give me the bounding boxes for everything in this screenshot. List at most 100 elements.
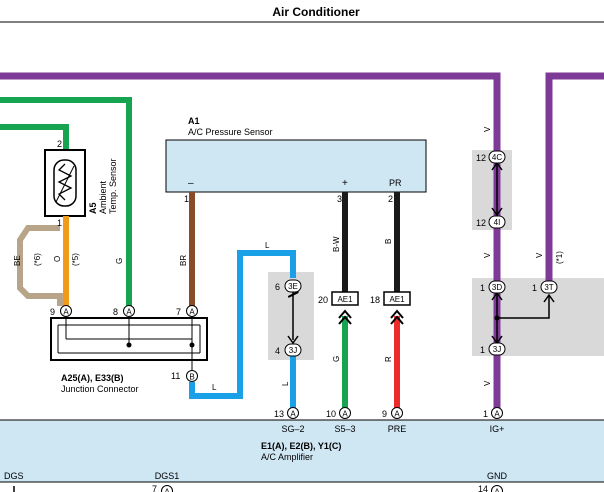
svg-text:12: 12 [476,153,486,163]
jc-pin-9: 9 [50,307,55,317]
svg-text:4: 4 [275,346,280,356]
amp-term-s53: S5–3 [334,424,355,434]
wire-green-a5 [0,97,132,306]
junction-node [494,315,500,321]
svg-text:1: 1 [480,345,485,355]
svg-text:A: A [63,308,69,317]
amp-bottom-dgs: DGS [4,471,24,481]
thermistor-zigzag [57,163,73,201]
svg-text:20: 20 [318,295,328,305]
svg-text:3E: 3E [288,282,298,291]
chevron-down-icon [491,207,503,217]
amp-pin-pre: 9 A [382,407,403,419]
ac-pressure-sensor [165,139,427,193]
svg-text:A: A [494,488,500,492]
chevron-up-icon [543,293,555,303]
wire-purple-right [545,72,604,288]
a1-term-plus: + [342,178,348,189]
svg-text:1: 1 [483,409,488,419]
jc-ref: A25(A), E33(B) [61,373,124,383]
chevron-up-icon [390,309,404,319]
amp-term-pre: PRE [388,424,407,434]
jc-conn-7: A [186,305,198,317]
amp-bottom-pin-gnd: 14 A [478,484,503,492]
svg-text:A: A [189,308,195,317]
wire-label-g-amp: G [332,356,341,362]
chevron-up-icon [338,309,352,319]
ac-amplifier-box [0,419,604,483]
jc-conn-11: B [186,370,198,382]
connector-4i: 12 4I [476,215,506,229]
svg-text:A: A [342,410,348,419]
svg-text:3J: 3J [493,345,501,354]
a5-pin-top: 2 [57,139,62,149]
wire-label-v2: V [483,252,492,258]
wire-label-l-amp: L [281,381,290,386]
wire-label-v3: V [483,380,492,386]
thermistor-arrow [55,165,75,203]
jc-name: Junction Connector [61,384,139,394]
svg-text:10: 10 [326,409,336,419]
wire-label-l-top: L [265,241,270,250]
svg-text:1: 1 [532,283,537,293]
jc-conn-9: A [60,305,72,317]
svg-text:7: 7 [152,484,157,492]
connector-3j-right: 1 3J [480,342,506,356]
connector-ae1-a: 20 AE1 [318,291,359,306]
svg-text:1: 1 [480,283,485,293]
wire-label-g-a5: G [115,258,124,264]
a5-pin-bottom: 1 [57,218,62,228]
amp-ref: E1(A), E2(B), Y1(C) [261,441,341,451]
svg-text:3D: 3D [492,283,502,292]
wire-label-l-bottom: L [212,383,217,392]
a1-pin-2: 2 [388,194,393,204]
jc-pin-11: 11 [171,371,180,381]
connector-3t-link [497,296,550,319]
thermistor-symbol [53,159,77,207]
chevron-up-icon [338,315,352,325]
jc-node-8 [126,342,132,348]
wire-label-o: O [53,256,62,262]
svg-text:A: A [494,410,500,419]
a1-pin-3: 3 [337,194,342,204]
wire-label-br: BR [179,255,188,266]
amp-term-ig: IG+ [490,424,505,434]
amp-pin-s53: 10 A [326,407,351,419]
a5-name-line2: Temp. Sensor [108,158,118,214]
amp-pin-sg2: 13 A [274,407,299,419]
wire-label-v4: V [535,252,544,258]
wire-label-b: B [384,239,393,244]
connector-3j: 4 3J [275,343,302,357]
chevron-up-icon [390,315,404,325]
a1-name: A/C Pressure Sensor [188,127,273,137]
connector-3e: 6 3E [275,279,302,293]
a1-term-minus: – [188,178,194,189]
svg-text:A: A [394,410,400,419]
page-title: Air Conditioner [272,5,360,19]
a5-ref: A5 [88,202,98,214]
wire-blue [189,250,296,399]
connector-4c: 12 4C [476,150,506,164]
svg-text:6: 6 [275,282,280,292]
wire-green-top [0,124,69,150]
connector-3d: 1 3D [480,280,506,294]
svg-text:14: 14 [478,484,488,492]
connector-3t: 1 3T [532,280,558,294]
wire-tan-be [17,225,63,306]
wire-label-star1: (*1) [555,251,564,264]
wire-label-bw: B-W [332,236,341,252]
wire-label-be: BE [13,255,22,266]
svg-text:B: B [189,373,194,382]
amp-bottom-gnd: GND [487,471,508,481]
svg-text:A: A [126,308,132,317]
chevron-down-icon [287,335,299,345]
wire-label-star5: (*5) [71,253,80,266]
wire-label-v1: V [483,126,492,132]
svg-text:3J: 3J [289,346,297,355]
svg-text:18: 18 [370,295,380,305]
a1-ref: A1 [188,116,200,126]
a1-pin-1: 1 [184,194,189,204]
svg-text:13: 13 [274,409,284,419]
